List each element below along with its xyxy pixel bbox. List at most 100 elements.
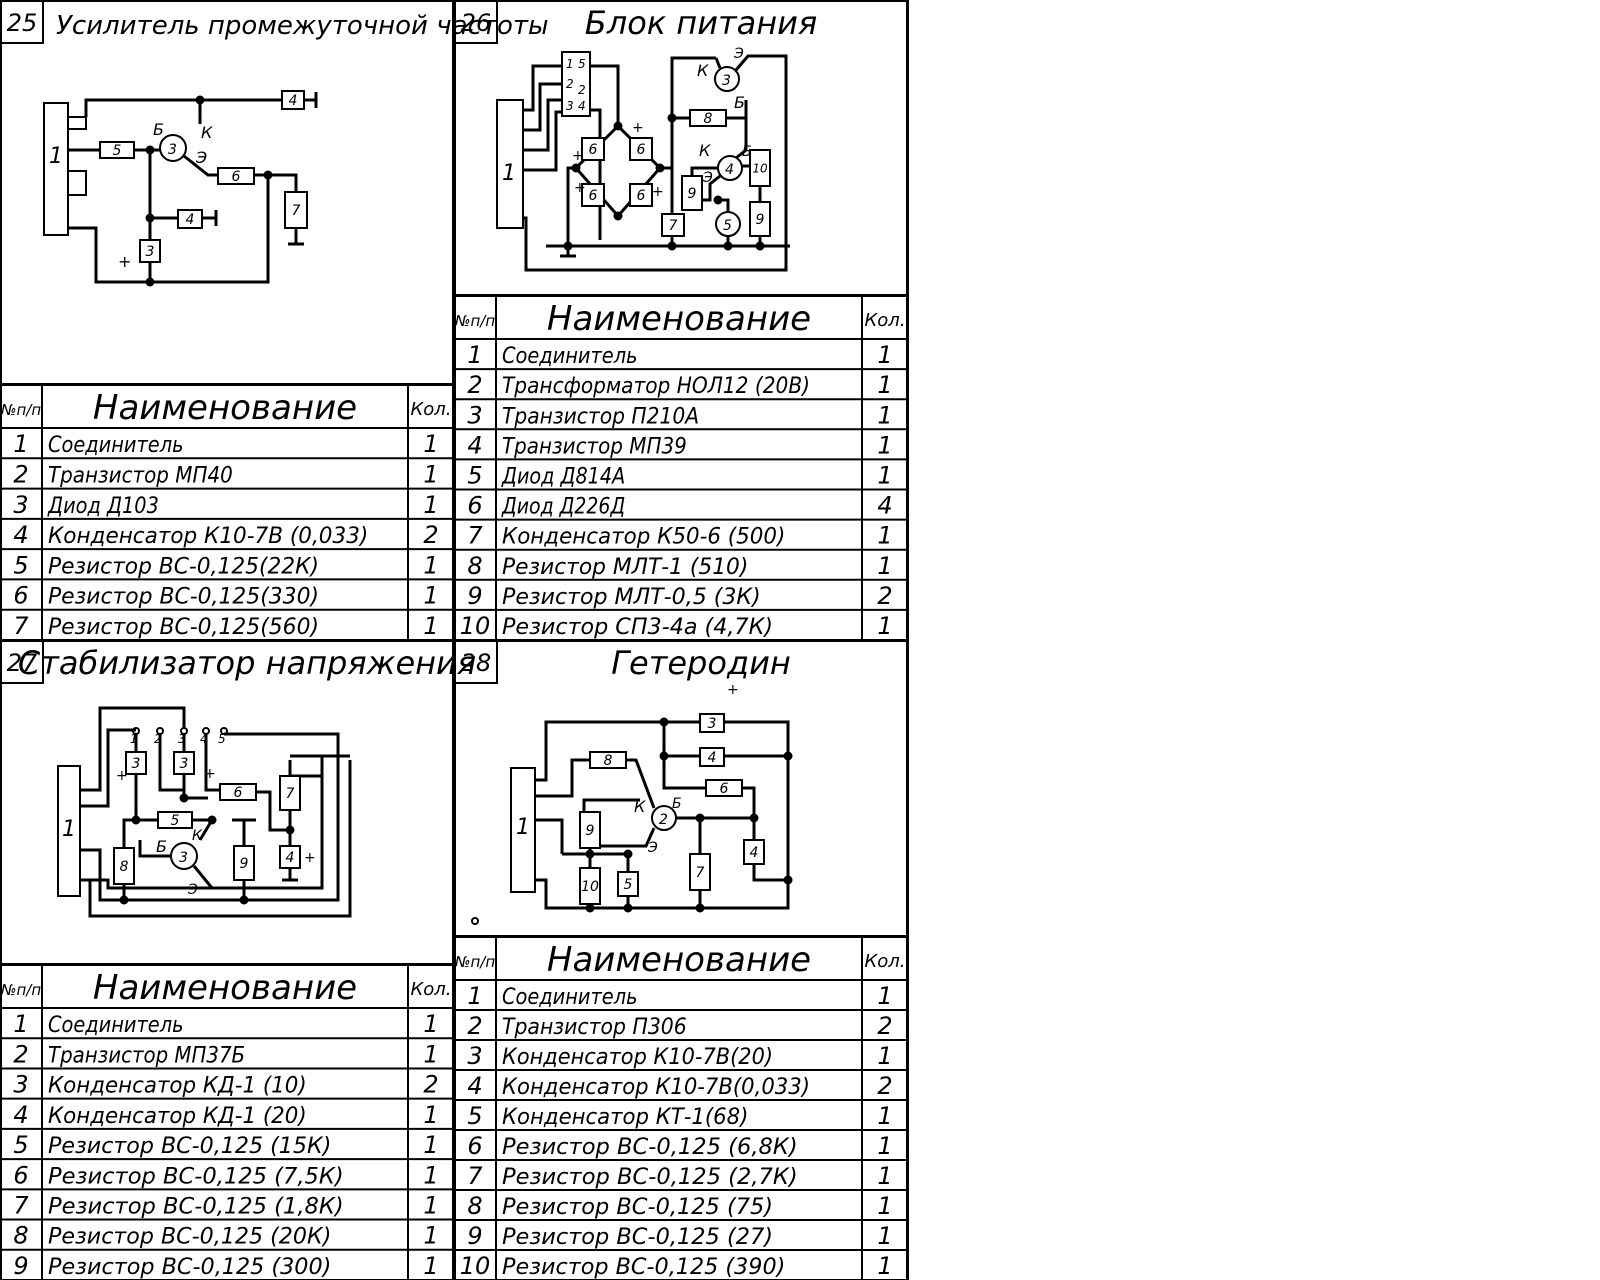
row-number: 8: [13, 1222, 28, 1250]
row-quantity: 1: [423, 551, 438, 579]
component-label: 6: [637, 142, 646, 158]
panel-number-box: [454, 640, 498, 684]
terminal: [156, 727, 164, 735]
row-name: Резистор ВС-0,125 (7,5К): [48, 1164, 344, 1189]
column-header-number: №п/п: [454, 312, 495, 330]
row-quantity: 1: [877, 341, 892, 369]
column-header-quantity: Кол.: [410, 399, 451, 420]
terminal: [180, 727, 188, 735]
pin-label: Б: [672, 796, 682, 812]
row-name: Диод Д814А: [501, 464, 625, 489]
row-quantity: 1: [423, 461, 438, 489]
connector-block: [510, 767, 536, 893]
component-label: 4: [708, 750, 717, 766]
panel-title: Блок питания: [585, 4, 817, 42]
row-number: 2: [467, 371, 482, 399]
panel-number-box: [0, 0, 44, 44]
component-label: 4: [286, 850, 295, 866]
row-number: 9: [467, 582, 482, 610]
junction-dot: [285, 825, 295, 835]
panel-number: 27: [7, 649, 38, 677]
pin-label: Б: [156, 837, 167, 856]
row-name: Резистор ВС-0,125(330): [48, 585, 319, 610]
panel-number-box: [454, 0, 498, 44]
row-quantity: 1: [423, 612, 438, 640]
row-name: Конденсатор К10-7В(20): [502, 1045, 773, 1070]
row-name: Резистор ВС-0,125(22К): [48, 554, 319, 579]
component-label: 6: [232, 169, 241, 185]
row-name: Резистор ВС-0,125 (6,8К): [502, 1135, 798, 1160]
junction-dot: [783, 751, 793, 761]
pin-label: 3: [722, 73, 731, 89]
row-number: 7: [467, 522, 483, 550]
row-quantity: 1: [877, 431, 892, 459]
row-number: 3: [467, 401, 482, 429]
pin-label: 2: [659, 812, 668, 828]
row-name: Конденсатор КД-1 (10): [48, 1074, 307, 1099]
component-label: 7: [669, 218, 678, 234]
row-quantity: 1: [877, 1162, 892, 1190]
pin-label: 3: [178, 732, 186, 746]
row-number: 6: [467, 492, 482, 520]
component-label: 3: [146, 244, 155, 260]
pin-label: +: [632, 120, 644, 136]
panel-number-box: [0, 640, 44, 684]
row-number: 9: [467, 1222, 482, 1250]
diode-6c: [581, 183, 605, 207]
row-quantity: 1: [877, 612, 892, 640]
row-quantity: 2: [877, 1072, 892, 1100]
row-number: 1: [467, 341, 482, 369]
row-quantity: 1: [877, 1042, 892, 1070]
row-quantity: 1: [877, 371, 892, 399]
panel-title: Усилитель промежуточной частоты: [56, 11, 549, 41]
row-name: Транзистор П306: [502, 1015, 687, 1040]
pin-label: К: [699, 141, 711, 160]
pin-label: 1: [62, 817, 76, 842]
row-name: Конденсатор КТ-1(68): [502, 1105, 748, 1130]
junction-dot: [667, 241, 677, 251]
row-name: Конденсатор К50-6 (500): [502, 525, 785, 550]
row-name: Соединитель: [48, 1013, 184, 1038]
pin-label: Э: [187, 882, 198, 898]
row-name: Резистор ВС-0,125 (20К): [48, 1225, 331, 1250]
pin-label: 2: [566, 77, 574, 91]
diode-6a: [581, 137, 605, 161]
row-number: 2: [13, 461, 28, 489]
component-label: 8: [604, 753, 613, 769]
pin-label: 3: [168, 142, 177, 158]
component-label: 5: [171, 813, 180, 829]
junction-dot: [783, 875, 793, 885]
row-number: 2: [467, 1012, 482, 1040]
pin-label: +: [574, 180, 586, 196]
row-number: 5: [13, 1131, 28, 1159]
junction-dot: [695, 903, 705, 913]
row-quantity: 1: [423, 430, 438, 458]
pin-label: +: [652, 184, 664, 200]
row-quantity: 1: [877, 522, 892, 550]
component-label: 8: [120, 859, 129, 875]
row-number: 10: [460, 612, 491, 640]
row-quantity: 1: [423, 1222, 438, 1250]
component-label: 6: [589, 188, 598, 204]
pin-label: 1: [49, 144, 63, 169]
pin-label: К: [192, 828, 203, 844]
component-label: 5: [113, 143, 122, 159]
